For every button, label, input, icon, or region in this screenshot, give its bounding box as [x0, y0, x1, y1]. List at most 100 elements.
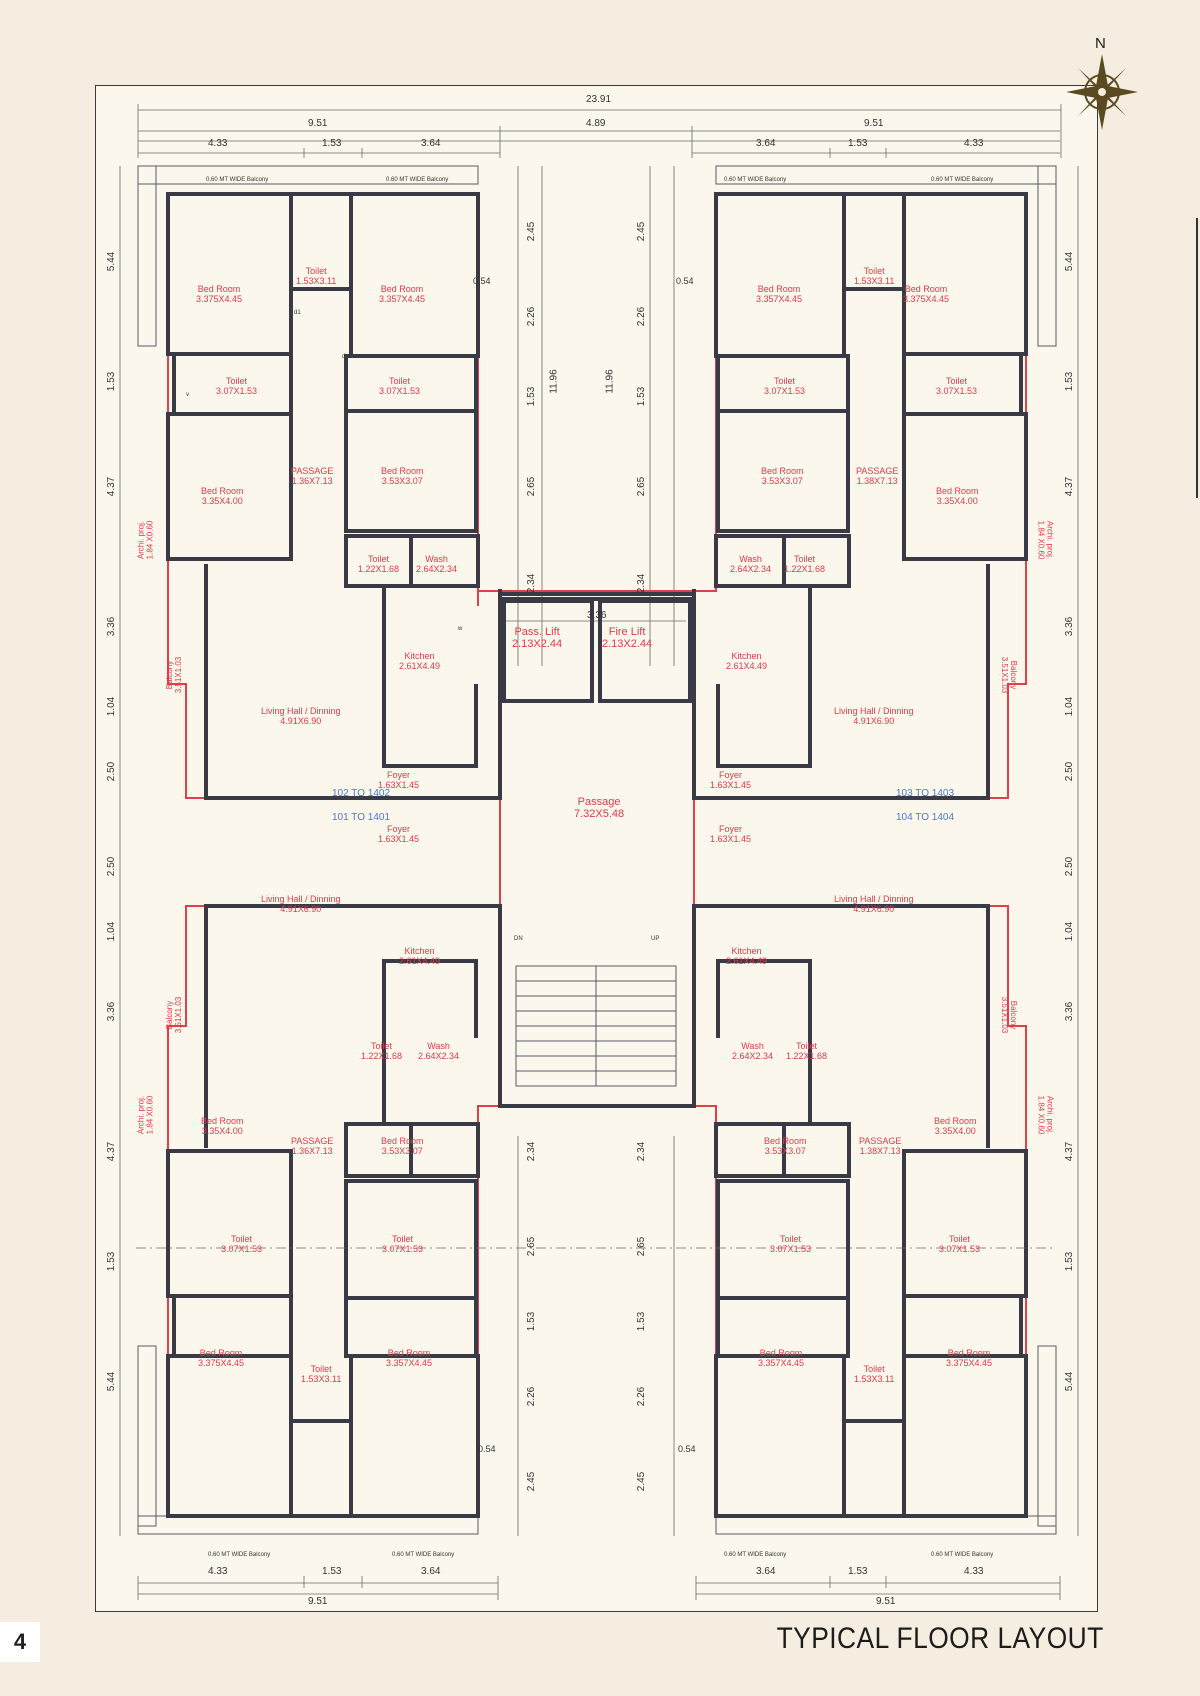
room-name: Toilet [863, 266, 885, 276]
dim-core: 2.65 [636, 1236, 648, 1257]
room-name: Bed Room [936, 486, 979, 496]
walls-flat-se [692, 904, 1028, 1518]
room-name: Bed Room [934, 1116, 977, 1126]
dim-recess: 0.54 [478, 1444, 496, 1454]
dimension-lines-sides [119, 166, 1079, 1536]
dim-seg-bottom: 3.64 [421, 1566, 441, 1577]
room-size: 3.07X1.53 [382, 1244, 424, 1254]
room-name: PASSAGE [291, 466, 334, 476]
room-size: 3.375X4.45 [903, 294, 950, 304]
dim-seg-top: 3.64 [421, 138, 441, 149]
room-size: 1.84 X0.60 [1036, 1095, 1046, 1135]
room-name: Toilet [392, 1234, 414, 1244]
room-size: 3.51X1.03 [174, 996, 184, 1034]
dim-side: 1.04 [106, 696, 118, 717]
room-size: 3.53X3.07 [381, 1146, 423, 1156]
room-name: Balcony [165, 660, 175, 690]
room-size: 3.375X4.45 [198, 1358, 245, 1368]
room-size: 2.13X2.44 [512, 638, 563, 650]
room-name: Toilet [226, 376, 248, 386]
dim-side: 5.44 [106, 251, 118, 272]
floor-plan-frame: 23.91 9.51 4.89 9.51 4.33 1.53 3.64 3.64… [95, 85, 1098, 1612]
dim-core: 2.45 [636, 1471, 648, 1492]
room-name: Bed Room [199, 1348, 243, 1358]
dim-center-top: 4.89 [586, 118, 606, 129]
room-size: 1.53X3.11 [301, 1374, 342, 1384]
room-size: 1.53X3.11 [296, 276, 337, 286]
window-mark: w [458, 626, 463, 632]
room-size: 3.357X4.45 [379, 294, 426, 304]
room-size: 2.64X2.34 [416, 564, 458, 574]
dim-side: 4.37 [1064, 476, 1076, 497]
dim-right-total-bottom: 9.51 [876, 1596, 896, 1607]
room-name: Living Hall / Dinning [834, 706, 914, 716]
dim-core: 1.53 [526, 386, 538, 407]
room-name: Toilet [946, 376, 968, 386]
room-name: Bed Room [201, 486, 244, 496]
dim-core: 2.45 [636, 221, 648, 242]
dim-side: 3.36 [1064, 1001, 1076, 1022]
room-name: Toilet [305, 266, 327, 276]
room-size: 1.36X7.13 [291, 476, 333, 486]
page-title: TYPICAL FLOOR LAYOUT [776, 1622, 1104, 1655]
compass-north-label: N [1095, 35, 1106, 52]
dim-core: 2.34 [526, 1141, 538, 1162]
balcony-strip-label: 0.60 MT WIDE Balcony [724, 177, 787, 183]
room-name: Toilet [310, 1364, 332, 1374]
balcony-strip-label: 0.60 MT WIDE Balcony [724, 1552, 787, 1558]
dim-recess: 0.54 [473, 276, 491, 286]
room-size: 1.53X3.11 [854, 1374, 895, 1384]
room-name: Balcony [165, 1000, 175, 1030]
room-size: 2.61X4.49 [399, 661, 441, 671]
room-name: Foyer [387, 824, 411, 834]
room-name: Kitchen [404, 651, 435, 661]
dim-left-total-top: 9.51 [308, 118, 328, 129]
plan-labels: 23.91 9.51 4.89 9.51 4.33 1.53 3.64 3.64… [96, 86, 1099, 1613]
dimension-lines-bottom [137, 1576, 1061, 1600]
room-size: 1.53X3.11 [854, 276, 895, 286]
room-name: Archi. proj. [1045, 520, 1055, 560]
balcony-strip-label: 0.60 MT WIDE Balcony [206, 177, 269, 183]
room-name: Bed Room [380, 284, 424, 294]
room-size: 1.22X1.68 [361, 1051, 403, 1061]
room-name: Pass. Lift [514, 626, 560, 638]
room-size: 1.84 X0.60 [145, 1095, 155, 1135]
room-size: 1.63X1.45 [710, 780, 752, 790]
dim-side: 2.50 [1064, 761, 1076, 782]
dim-side: 1.04 [106, 921, 118, 942]
room-size: 3.35X4.00 [201, 1126, 243, 1136]
dim-recess: 0.54 [678, 1444, 696, 1454]
dimension-lines-top [137, 104, 1062, 158]
room-name: Passage [577, 796, 621, 808]
room-archi-proj: Archi. proj.1.84 X0.60 [136, 1096, 154, 1135]
room-size: 7.32X5.48 [574, 808, 625, 820]
walls-flat-ne [692, 192, 1028, 800]
dim-seg-top: 1.53 [848, 138, 868, 149]
room-name: Kitchen [731, 946, 762, 956]
room-size: 3.357X4.45 [386, 1358, 433, 1368]
room-name: Bed Room [761, 466, 804, 476]
room-name: Living Hall / Dinning [261, 894, 341, 904]
room-name: Foyer [719, 770, 743, 780]
room-name: PASSAGE [859, 1136, 902, 1146]
room-name: Balcony [1009, 1000, 1019, 1030]
